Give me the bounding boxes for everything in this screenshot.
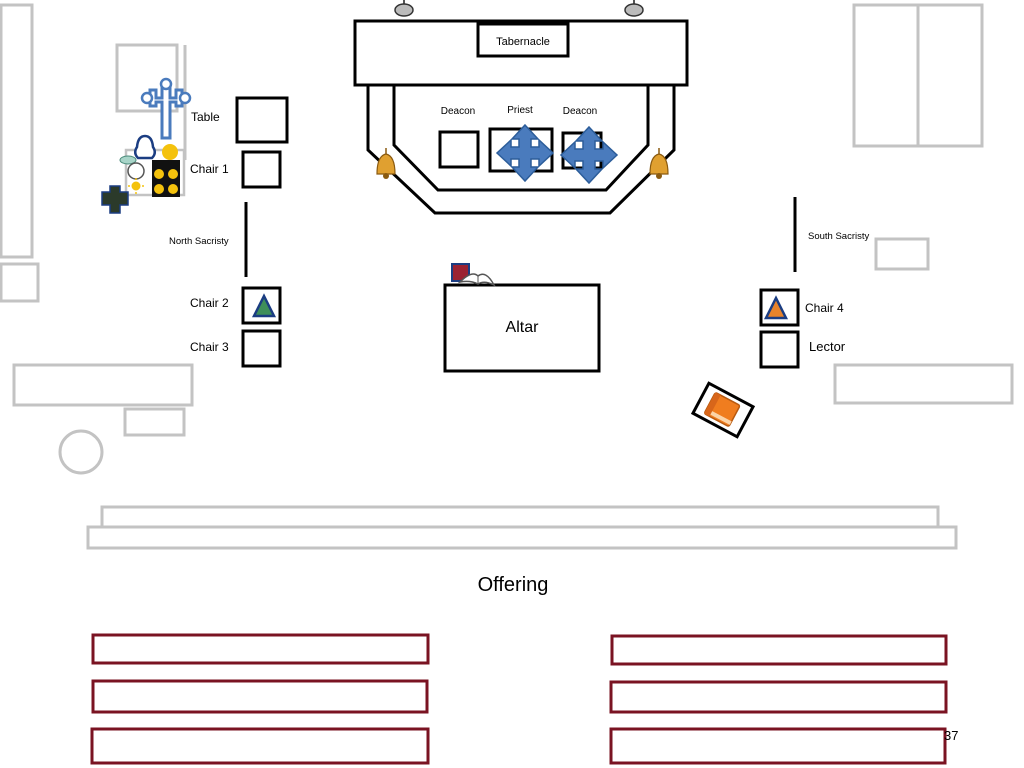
candle-stand-left <box>394 0 414 17</box>
page-number: 37 <box>944 728 958 743</box>
table-box <box>235 96 289 144</box>
triangle-marker-icon <box>763 295 789 320</box>
cruet-icon <box>134 134 156 160</box>
candle-icon <box>162 144 178 160</box>
tabernacle-wall <box>353 19 689 87</box>
sun-icon <box>131 181 141 191</box>
bell-icon <box>649 148 669 179</box>
pew-right-2 <box>609 680 948 714</box>
pew-left-3 <box>90 727 430 765</box>
communion-rail-lower <box>86 525 958 550</box>
baptismal-font <box>58 429 104 475</box>
chair1-box <box>241 150 282 189</box>
chair3-box <box>241 329 282 368</box>
pew-right-1 <box>610 634 948 666</box>
chair4-box <box>759 288 800 327</box>
dark-cross-icon <box>101 185 129 214</box>
altar-box <box>443 283 601 373</box>
triangle-marker-icon <box>251 293 277 318</box>
open-book-icon <box>451 263 496 287</box>
right-bench <box>833 363 1014 405</box>
pew-right-3 <box>609 727 947 765</box>
move-arrows-icon <box>559 125 619 185</box>
chair1-label: Chair 1 <box>190 162 229 176</box>
priest-label: Priest <box>507 105 533 116</box>
left-bench <box>12 363 194 407</box>
deacon-right-label: Deacon <box>563 106 597 117</box>
bowl-icon <box>127 162 145 180</box>
altar-label: Altar <box>506 319 540 336</box>
left-stool <box>123 407 186 437</box>
chair2-box <box>241 286 282 325</box>
book-icon <box>704 392 741 427</box>
right-shelf <box>874 237 930 271</box>
chair4-label: Chair 4 <box>805 301 844 315</box>
chair2-label: Chair 2 <box>190 296 229 310</box>
lector-box <box>759 330 800 369</box>
lector-label: Lector <box>809 339 846 354</box>
tabernacle-box <box>476 22 570 58</box>
communion-rail-upper <box>100 505 940 529</box>
left-wall-door <box>0 262 40 303</box>
ambo <box>690 381 756 439</box>
left-wall-panel <box>0 3 34 259</box>
processional-cross-icon <box>140 77 192 140</box>
chair3-label: Chair 3 <box>190 340 229 354</box>
towel-icon <box>119 155 137 165</box>
credence-items <box>101 134 186 214</box>
credence-outline <box>115 43 179 113</box>
move-arrows-icon <box>495 123 555 183</box>
south-sacristy-label: South Sacristy <box>808 231 869 242</box>
pew-left-1 <box>91 633 430 665</box>
sanctuary-platform <box>366 85 676 215</box>
table-label: Table <box>191 110 220 124</box>
candle-stand-right <box>624 0 644 17</box>
pew-left-2 <box>91 679 429 714</box>
tabernacle-label: Tabernacle <box>496 36 550 48</box>
bell-icon <box>376 148 396 179</box>
north-sacristy-label: North Sacristy <box>169 236 229 247</box>
deacon-left-seat <box>438 130 480 169</box>
offering-label: Offering <box>478 574 549 596</box>
deacon-left-label: Deacon <box>441 106 475 117</box>
